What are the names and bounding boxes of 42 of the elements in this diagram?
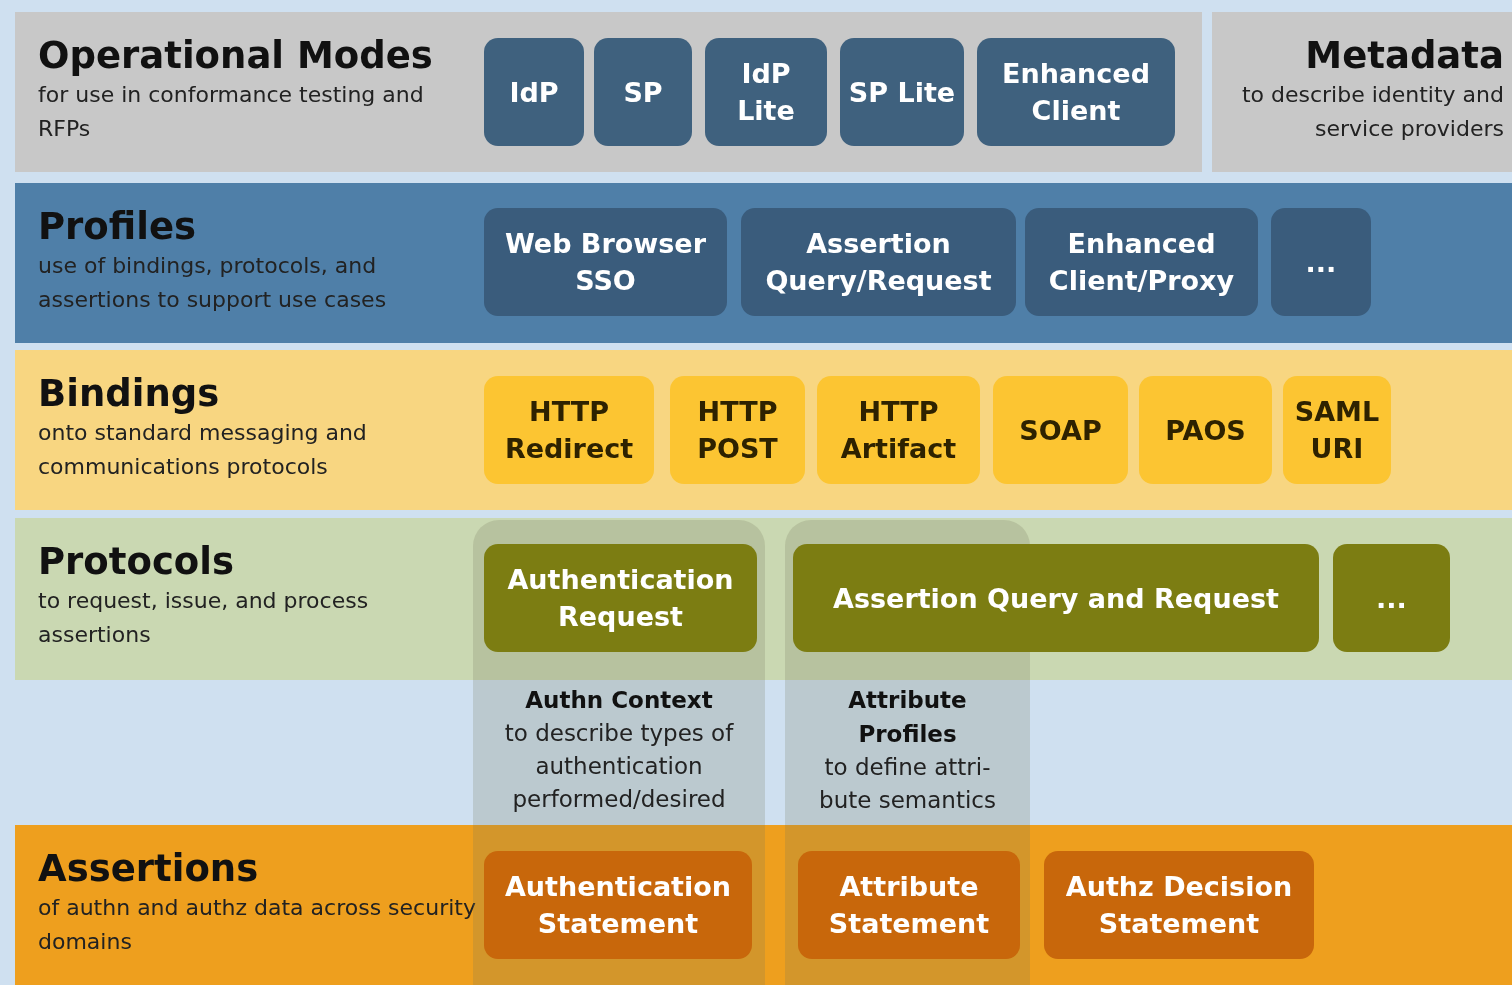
layer-band <box>15 12 1202 172</box>
component-box: HTTP Artifact <box>817 376 980 484</box>
band-heading: Profiles <box>38 205 197 249</box>
component-box: Web Browser SSO <box>484 208 727 316</box>
component-box: ... <box>1271 208 1371 316</box>
band-heading: Bindings <box>38 372 221 416</box>
band-heading: Operational Modes <box>38 34 434 78</box>
component-box: Assertion Query/Request <box>741 208 1016 316</box>
band-description: to request, issue, and process assertions <box>38 587 370 649</box>
column-heading: Authn Context <box>524 686 714 715</box>
band-description: use of bindings, protocols, and assertions to support use cases <box>38 252 388 314</box>
component-box: Authz Decision Statement <box>1044 851 1314 959</box>
band-heading: Protocols <box>38 540 235 584</box>
component-box: IdP <box>484 38 584 146</box>
layer-band <box>15 350 1512 510</box>
component-box: HTTP POST <box>670 376 805 484</box>
component-box: HTTP Redirect <box>484 376 654 484</box>
band-heading: Assertions <box>38 847 260 891</box>
column-description: to define attri- bute semantics <box>818 753 997 815</box>
component-box: PAOS <box>1139 376 1272 484</box>
component-box: Attribute Statement <box>798 851 1020 959</box>
band-description: to describe identity and service providers <box>1240 81 1504 143</box>
component-box: SP <box>594 38 692 146</box>
layer-band <box>1212 12 1512 172</box>
band-heading: Metadata <box>1304 34 1504 78</box>
band-description: of authn and authz data across security domains <box>38 894 477 956</box>
band-description: onto standard messaging and communications protocols <box>38 419 368 481</box>
component-box: Assertion Query and Request <box>793 544 1319 652</box>
component-box: Authentication Request <box>484 544 757 652</box>
component-box: Enhanced Client/Proxy <box>1025 208 1258 316</box>
component-box: SOAP <box>993 376 1128 484</box>
layer-band <box>15 183 1512 343</box>
component-box: IdP Lite <box>705 38 827 146</box>
component-box: ... <box>1333 544 1450 652</box>
component-box: Enhanced Client <box>977 38 1175 146</box>
column-description: to describe types of authentication performed/desired <box>503 719 735 814</box>
column-heading: Attribute Profiles <box>847 686 968 749</box>
component-box: Authentication Statement <box>484 851 752 959</box>
layer-band <box>15 518 1512 680</box>
component-box: SP Lite <box>840 38 964 146</box>
component-box: SAML URI <box>1283 376 1391 484</box>
band-description: for use in conformance testing and RFPs <box>38 81 425 143</box>
